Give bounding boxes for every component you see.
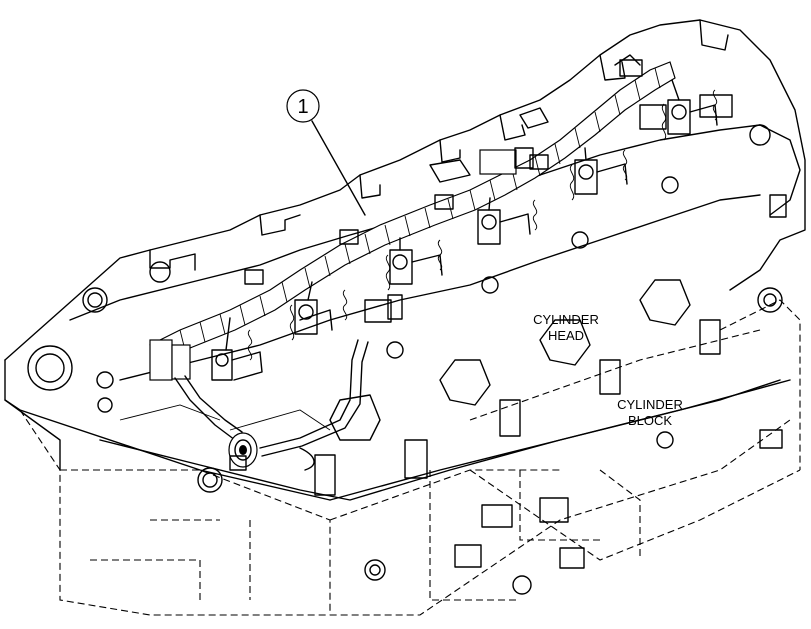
cylinder-head-label-line1: CYLINDER bbox=[533, 312, 599, 327]
cylinder-head-label-line2: HEAD bbox=[548, 328, 584, 343]
cylinder-block-outline bbox=[19, 299, 801, 616]
injector-5 bbox=[569, 159, 628, 201]
callout-1-number: 1 bbox=[297, 96, 308, 118]
block-details bbox=[364, 287, 783, 595]
injector-6 bbox=[661, 99, 718, 141]
valve-train-details bbox=[211, 89, 718, 381]
cylinder-block-label: CYLINDER BLOCK bbox=[617, 397, 683, 428]
callout-1: 1 bbox=[286, 89, 366, 216]
wiring-harness bbox=[149, 54, 680, 471]
injector-2 bbox=[289, 299, 333, 341]
cylinder-block-label-line1: CYLINDER bbox=[617, 397, 683, 412]
injector-1 bbox=[211, 349, 263, 381]
callout-1-circle bbox=[286, 89, 320, 123]
injector-4 bbox=[477, 209, 531, 245]
injector-3 bbox=[385, 249, 443, 291]
cylinder-head-label: CYLINDER HEAD bbox=[533, 312, 599, 343]
cylinder-block-label-line2: BLOCK bbox=[628, 413, 672, 428]
callout-1-leader bbox=[311, 120, 366, 216]
cylinder-head-body bbox=[4, 19, 806, 501]
